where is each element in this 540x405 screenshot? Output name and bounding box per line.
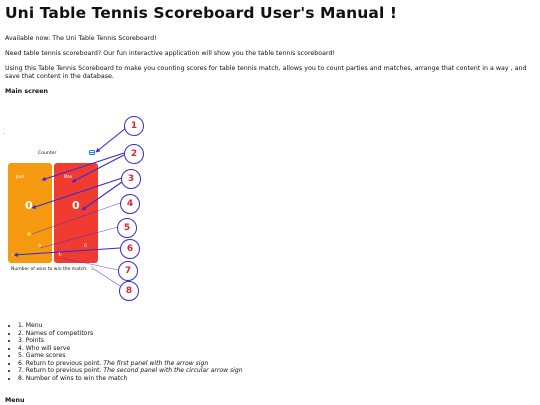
callout-arrows xyxy=(13,127,127,287)
legend-list: 1. Menu 2. Names of competitors 3. Point… xyxy=(10,322,243,382)
wins-label: Number of wins to win the match: xyxy=(11,267,88,272)
left-player-points: 0 xyxy=(25,199,33,212)
intro-available: Available now: The Uni Table Tennis Scor… xyxy=(5,35,157,42)
callout-arrow-3b xyxy=(81,181,123,211)
callout-3: 3 xyxy=(121,169,141,189)
intro-question: Need table tennis scoreboard? Our fun in… xyxy=(5,50,336,57)
callout-7: 7 xyxy=(118,261,138,281)
callout-1: 1 xyxy=(124,116,144,136)
callout-line-8 xyxy=(93,268,121,287)
wins-value[interactable]: 3 xyxy=(91,267,94,272)
callout-line-5 xyxy=(39,226,119,249)
right-game-score: 0 xyxy=(84,244,87,249)
intro-description: Using this Table Tennis Scoreboard to ma… xyxy=(5,65,527,80)
ball-icon: ● xyxy=(27,232,31,237)
page-title: Uni Table Tennis Scoreboard User's Manua… xyxy=(5,4,398,22)
circular-arrow-icon[interactable]: ↻ xyxy=(58,252,63,258)
legend-item: 2. Names of competitors xyxy=(18,330,243,338)
legend-item: 5. Game scores xyxy=(18,352,243,360)
callout-4: 4 xyxy=(120,194,140,214)
right-player-points: 0 xyxy=(72,199,80,212)
callout-line-7 xyxy=(61,257,119,271)
callout-arrow-3a xyxy=(31,177,123,209)
counter-title: Counter xyxy=(38,151,57,156)
left-game-score: 0 xyxy=(38,244,41,249)
hamburger-icon[interactable] xyxy=(89,150,95,155)
legend-item: 7. Return to previous point. The second … xyxy=(18,367,243,375)
callout-8: 8 xyxy=(119,281,139,301)
callout-arrow-1 xyxy=(95,127,127,153)
callout-line-4 xyxy=(31,202,121,235)
legend-item: 1. Menu xyxy=(18,322,243,330)
right-player-name: Max xyxy=(64,174,73,179)
legend-item: 3. Points xyxy=(18,337,243,345)
left-player-name: Josh xyxy=(16,174,25,179)
figure-dot: . xyxy=(4,130,6,136)
callout-5: 5 xyxy=(117,218,137,238)
section-heading-menu: Menu xyxy=(5,397,25,404)
right-player-panel[interactable]: Max 0 0 ↻ xyxy=(54,163,98,263)
legend-item: 4. Who will serve xyxy=(18,345,243,353)
callout-6: 6 xyxy=(120,239,140,259)
callout-arrow-2b xyxy=(71,154,125,183)
main-screen-figure: . Counter Josh 0 ● 0 ← Max 0 0 ↻ Number … xyxy=(0,100,160,305)
legend-item: 6. Return to previous point. The first p… xyxy=(18,360,243,368)
legend-item: 8. Number of wins to win the match xyxy=(18,375,243,383)
callout-2: 2 xyxy=(124,144,144,164)
section-heading-main-screen: Main screen xyxy=(5,88,48,95)
callout-arrow-6 xyxy=(13,247,121,257)
callout-arrow-2a xyxy=(41,152,125,181)
